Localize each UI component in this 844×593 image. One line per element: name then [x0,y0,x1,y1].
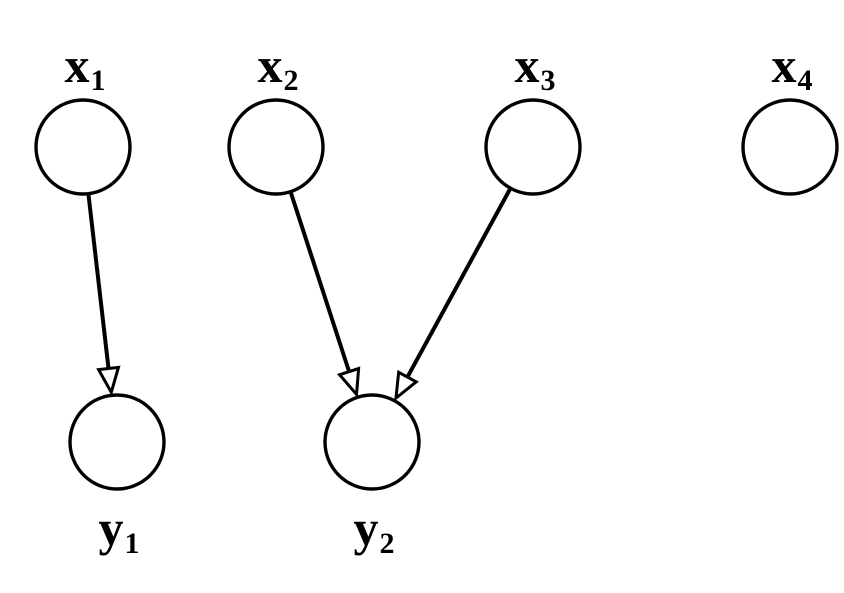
node-y1: y1 [68,393,166,560]
node-circle-y1 [68,393,166,491]
arrowhead-x1-to-y1 [96,365,121,397]
node-x4: x4 [741,37,839,196]
node-label-x4: x4 [772,37,813,97]
edge-x1-to-y1 [86,191,111,375]
node-variable-x4: x [772,37,797,93]
node-subscript-y1: 1 [125,527,140,560]
node-subscript-x2: 2 [284,64,299,97]
node-variable-x3: x [515,37,540,93]
node-subscript-x1: 1 [91,64,106,97]
arrowhead-x3-to-y2 [394,369,419,402]
node-circle-x2 [227,98,325,196]
node-circle-x1 [34,98,132,196]
node-x3: x3 [484,37,582,196]
node-label-x3: x3 [515,37,556,97]
edge-x2-to-y2 [288,189,353,378]
node-label-y1: y1 [99,500,140,560]
node-circle-y2 [323,393,421,491]
edge-x3-to-y2 [403,186,513,383]
node-subscript-x4: 4 [798,64,813,97]
node-label-x1: x1 [65,37,106,97]
node-label-y2: y2 [354,500,395,560]
node-subscript-y2: 2 [380,527,395,560]
arrowhead-x2-to-y2 [336,366,361,399]
edges-layer [86,186,513,402]
node-circle-x3 [484,98,582,196]
node-variable-y2: y [354,500,379,556]
node-x2: x2 [227,37,325,196]
node-variable-x2: x [258,37,283,93]
node-circle-x4 [741,98,839,196]
node-x1: x1 [34,37,132,196]
node-label-x2: x2 [258,37,299,97]
node-variable-y1: y [99,500,124,556]
node-subscript-x3: 3 [541,64,556,97]
node-y2: y2 [323,393,421,560]
node-variable-x1: x [65,37,90,93]
